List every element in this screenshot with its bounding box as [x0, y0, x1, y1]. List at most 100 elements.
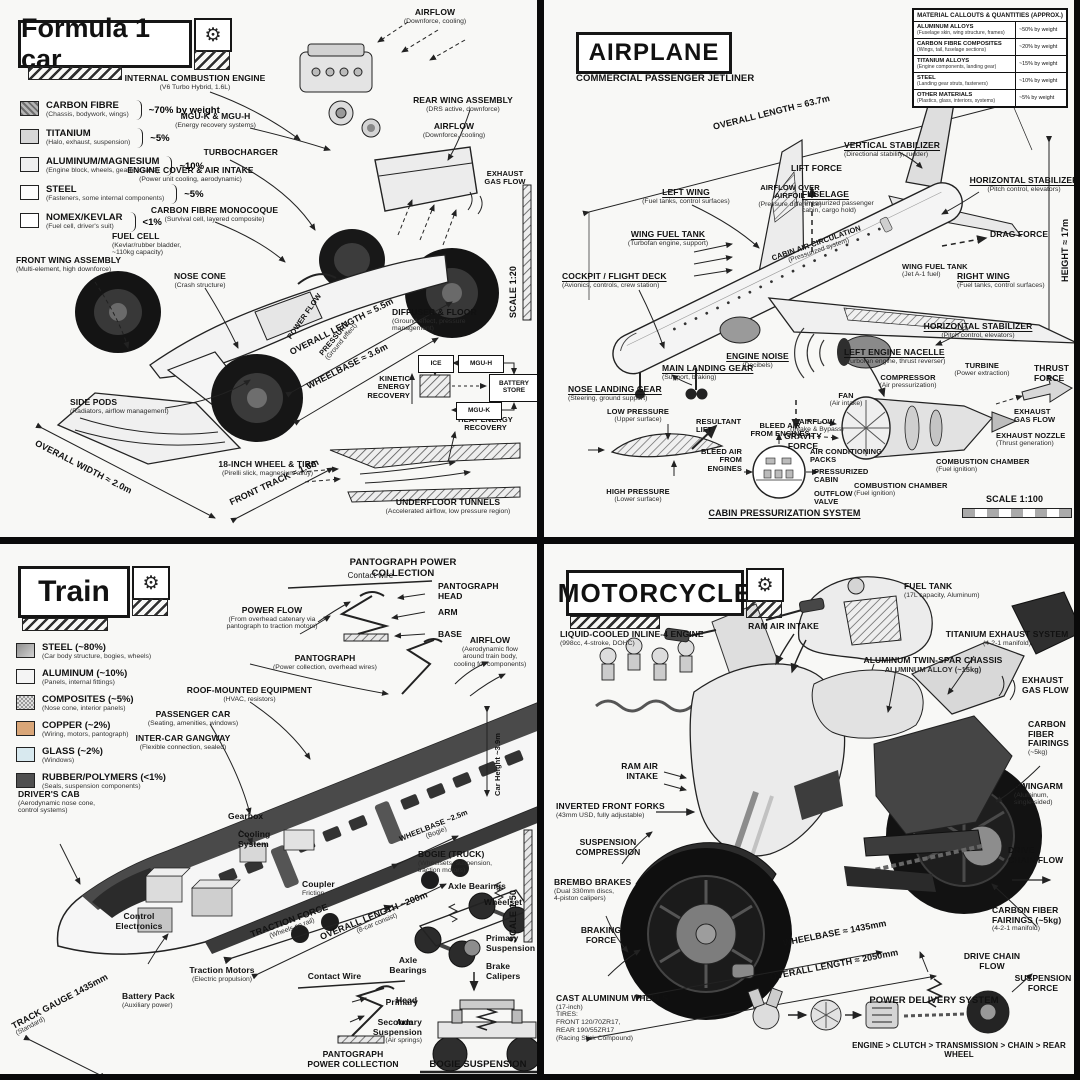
label-wheelset: Wheelset — [484, 897, 523, 907]
label-axle-bearings-top: Axle Bearings — [448, 881, 506, 891]
legend-item: ALUMINUM/MAGNESIUM(Engine block, wheels,… — [20, 156, 280, 176]
label-left-wing: LEFT WING(Fuel tanks, control surfaces) — [642, 187, 730, 205]
swatch-steel — [20, 185, 39, 200]
label-ram-air-intake-top: RAM AIR INTAKE — [748, 621, 819, 631]
label-cockpit: COCKPIT / FLIGHT DECK(Avionics, controls… — [562, 271, 667, 289]
hatch-decoration — [132, 598, 168, 616]
label-compressor: COMPRESSOR(Air pressurization) — [879, 373, 937, 390]
motorcycle-illustration — [585, 576, 1074, 1043]
hatch-decoration — [194, 50, 230, 70]
scale-bar — [962, 508, 1072, 518]
label-bleed-air-top: BLEED AIR FROM ENGINES — [750, 421, 810, 439]
table-row: OTHER MATERIALS(Plastics, glass, interio… — [914, 90, 1066, 106]
swatch-aluminum — [16, 669, 35, 684]
label-carbon-fairings-top: CARBON FIBER FAIRINGS(~5kg) — [1028, 719, 1069, 756]
label-contact-wire-bottom: Contact Wire — [307, 971, 362, 981]
label-power-chain: ENGINE > CLUTCH > TRANSMISSION > CHAIN >… — [852, 1041, 1066, 1059]
flow-box-mgu-k: MGU-K — [456, 402, 502, 420]
panel-title-box: MOTORCYCLE — [558, 570, 751, 616]
label-low-pressure: LOW PRESSURE(Upper surface) — [606, 407, 670, 424]
label-nose-landing-gear: NOSE LANDING GEAR(Steering, ground suppo… — [568, 384, 662, 402]
hatch-decoration — [746, 600, 782, 618]
label-pressurized-cabin: PRESSURIZED CABIN — [814, 467, 869, 485]
label-airflow-top: AIRFLOW(Downforce, cooling) — [403, 7, 467, 25]
label-wheel-tire: 18-INCH WHEEL & TIRE(Pirelli slick, magn… — [218, 459, 317, 477]
label-airflow-over-airfoil: AIRFLOW OVER AIRFOIL(Pressure difference… — [758, 183, 822, 208]
label-combustion-chamber-2: COMBUSTION CHAMBER(Fuel ignition) — [854, 481, 948, 498]
label-air-conditioning-packs: AIR CONDITIONING PACKS — [810, 447, 883, 465]
label-horizontal-stabilizer-bottom: HORIZONTAL STABILIZER(Pitch control, ele… — [923, 321, 1033, 339]
label-airflow-rear: AIRFLOW(Downforce, cooling) — [422, 121, 486, 139]
label-battery-pack: Battery Pack(Auxiliary power) — [122, 991, 175, 1009]
label-lift-force: LIFT FORCE — [791, 163, 843, 173]
flow-box-battery-store: BATTERY STORE — [489, 374, 537, 402]
table-row: TITANIUM ALLOYS(Engine components, landi… — [914, 56, 1066, 73]
legend-item: COPPER (~2%)(Wiring, motors, pantograph) — [16, 720, 216, 738]
label-pantograph-power-collection-bottom: PANTOGRAPH POWER COLLECTION — [307, 1049, 399, 1069]
hatch-decoration — [28, 66, 122, 80]
label-high-pressure: HIGH PRESSURE(Lower surface) — [606, 487, 670, 504]
label-wing-fuel-tank-right: WING FUEL TANK(Jet A-1 fuel) — [902, 262, 968, 279]
label-traction-motors: Traction Motors(Electric propulsion) — [189, 965, 255, 983]
label-pantograph-power-collection-top: PANTOGRAPH POWER COLLECTION — [349, 557, 457, 579]
label-arm-top: ARM — [438, 607, 458, 617]
label-exhaust-nozzle: EXHAUST NOZZLE(Thrust generation) — [996, 431, 1066, 448]
label-left-engine-nacelle: LEFT ENGINE NACELLE(Turbofan engine, thr… — [844, 347, 946, 365]
label-power-delivery-system: POWER DELIVERY SYSTEM — [869, 995, 999, 1006]
panel-formula-1-car: Formula 1 car ⚙ CARBON FIBRE(Chassis, bo… — [0, 0, 537, 537]
flow-box-mgu-h: MGU-H — [458, 355, 504, 373]
legend-item: GLASS (~2%)(Windows) — [16, 746, 216, 764]
label-primary-suspension: Primary Suspension — [486, 933, 536, 953]
swatch-composites — [16, 695, 35, 710]
label-contact-wire-top: Contact wire — [347, 571, 394, 580]
gear-icon: ⚙ — [746, 568, 784, 602]
label-rear-wing: REAR WING ASSEMBLY(DRS active, downforce… — [413, 95, 513, 113]
label-drag-force: DRAG FORCE — [990, 229, 1049, 239]
legend-item: TITANIUM(Halo, exhaust, suspension)~5% — [20, 128, 280, 148]
label-cooling-system: Cooling System — [238, 829, 271, 849]
legend-item: NOMEX/KEVLAR(Fuel cell, driver's suit)<1… — [20, 212, 280, 232]
label-vertical-stabilizer: VERTICAL STABILIZER(Directional stabilit… — [844, 140, 941, 158]
label-gravity-force: GRAVITY FORCE — [784, 431, 822, 451]
label-ice-engine: INTERNAL COMBUSTION ENGINE(V6 Turbo Hybr… — [124, 73, 266, 91]
label-primary-bottom: Primary — [385, 997, 418, 1007]
gear-icon: ⚙ — [194, 18, 232, 52]
train-illustration — [23, 580, 537, 1074]
label-base-top: BASE — [438, 629, 463, 639]
label-scale: SCALE 1:50 — [508, 889, 518, 942]
legend-item: ALUMINUM (~10%)(Panels, internal fitting… — [16, 668, 216, 686]
label-mgu: MGU-K & MGU-H(Energy recovery systems) — [175, 111, 256, 129]
label-cast-aluminum-wheels: CAST ALUMINUM WHEELS(17-inch) TIRES: FRO… — [556, 993, 669, 1042]
label-swingarm: SWINGARM(Aluminum, single-sided) — [1014, 781, 1063, 807]
panel-airplane: AIRPLANE COMMERCIAL PASSENGER JETLINER M… — [544, 0, 1074, 537]
label-main-landing-gear: MAIN LANDING GEAR(Support, braking) — [662, 363, 754, 381]
label-nose-cone: NOSE CONE(Crash structure) — [174, 271, 226, 289]
label-cabin-pressurization-system: CABIN PRESSURIZATION SYSTEM — [708, 508, 861, 518]
legend-item: COMPOSITES (~5%)(Nose cone, interior pan… — [16, 694, 216, 712]
label-exhaust-gas-flow: EXHAUST GAS FLOW — [484, 169, 526, 187]
panel-subtitle: COMMERCIAL PASSENGER JETLINER — [576, 73, 755, 84]
label-axle-bearings-bottom: Axle Bearings — [389, 955, 427, 975]
label-suspension-force: SUSPENSION FORCE — [1014, 973, 1072, 993]
swatch-copper — [16, 721, 35, 736]
table-row: ALUMINUM ALLOYS(Fuselage skin, wing stru… — [914, 22, 1066, 39]
panel-title: Train — [38, 575, 110, 608]
materials-legend: CARBON FIBRE(Chassis, bodywork, wings)~7… — [20, 100, 280, 240]
label-carbon-fairings-right: CARBON FIBER FAIRINGS (~5kg)(4-2-1 manif… — [992, 905, 1062, 933]
label-passenger-car: PASSENGER CAR(Seating, amenities, window… — [147, 709, 239, 727]
label-turbine: TURBINE(Power extraction) — [954, 361, 1010, 378]
label-bogie-truck: BOGIE (TRUCK)(Wheelsets, suspension, tra… — [418, 849, 493, 875]
label-diffuser: DIFFUSER & FLOOR(Ground effect, pressure… — [392, 307, 477, 333]
label-fuel-tank: FUEL TANK(17L capacity, Aluminum) — [904, 581, 980, 599]
panel-train: Train ⚙ STEEL (~80%)(Car body structure,… — [0, 544, 537, 1074]
label-scale: SCALE 1:100 — [986, 494, 1044, 504]
label-inter-car-gangway: INTER-CAR GANGWAY(Flexible connection, s… — [135, 733, 231, 751]
gear-icon: ⚙ — [132, 566, 170, 600]
label-airflow-intake-bypass: AIRFLOW(Intake & Bypass) — [790, 417, 844, 434]
label-drivers-cab: DRIVER'S CAB(Aerodynamic nose cone, cont… — [18, 789, 96, 815]
label-fuselage: FUSELAGE(Pressurized passenger cabin, ca… — [802, 189, 874, 215]
panel-motorcycle: MOTORCYCLE ⚙ FUEL TANK(17L capacity, Alu… — [544, 544, 1074, 1074]
